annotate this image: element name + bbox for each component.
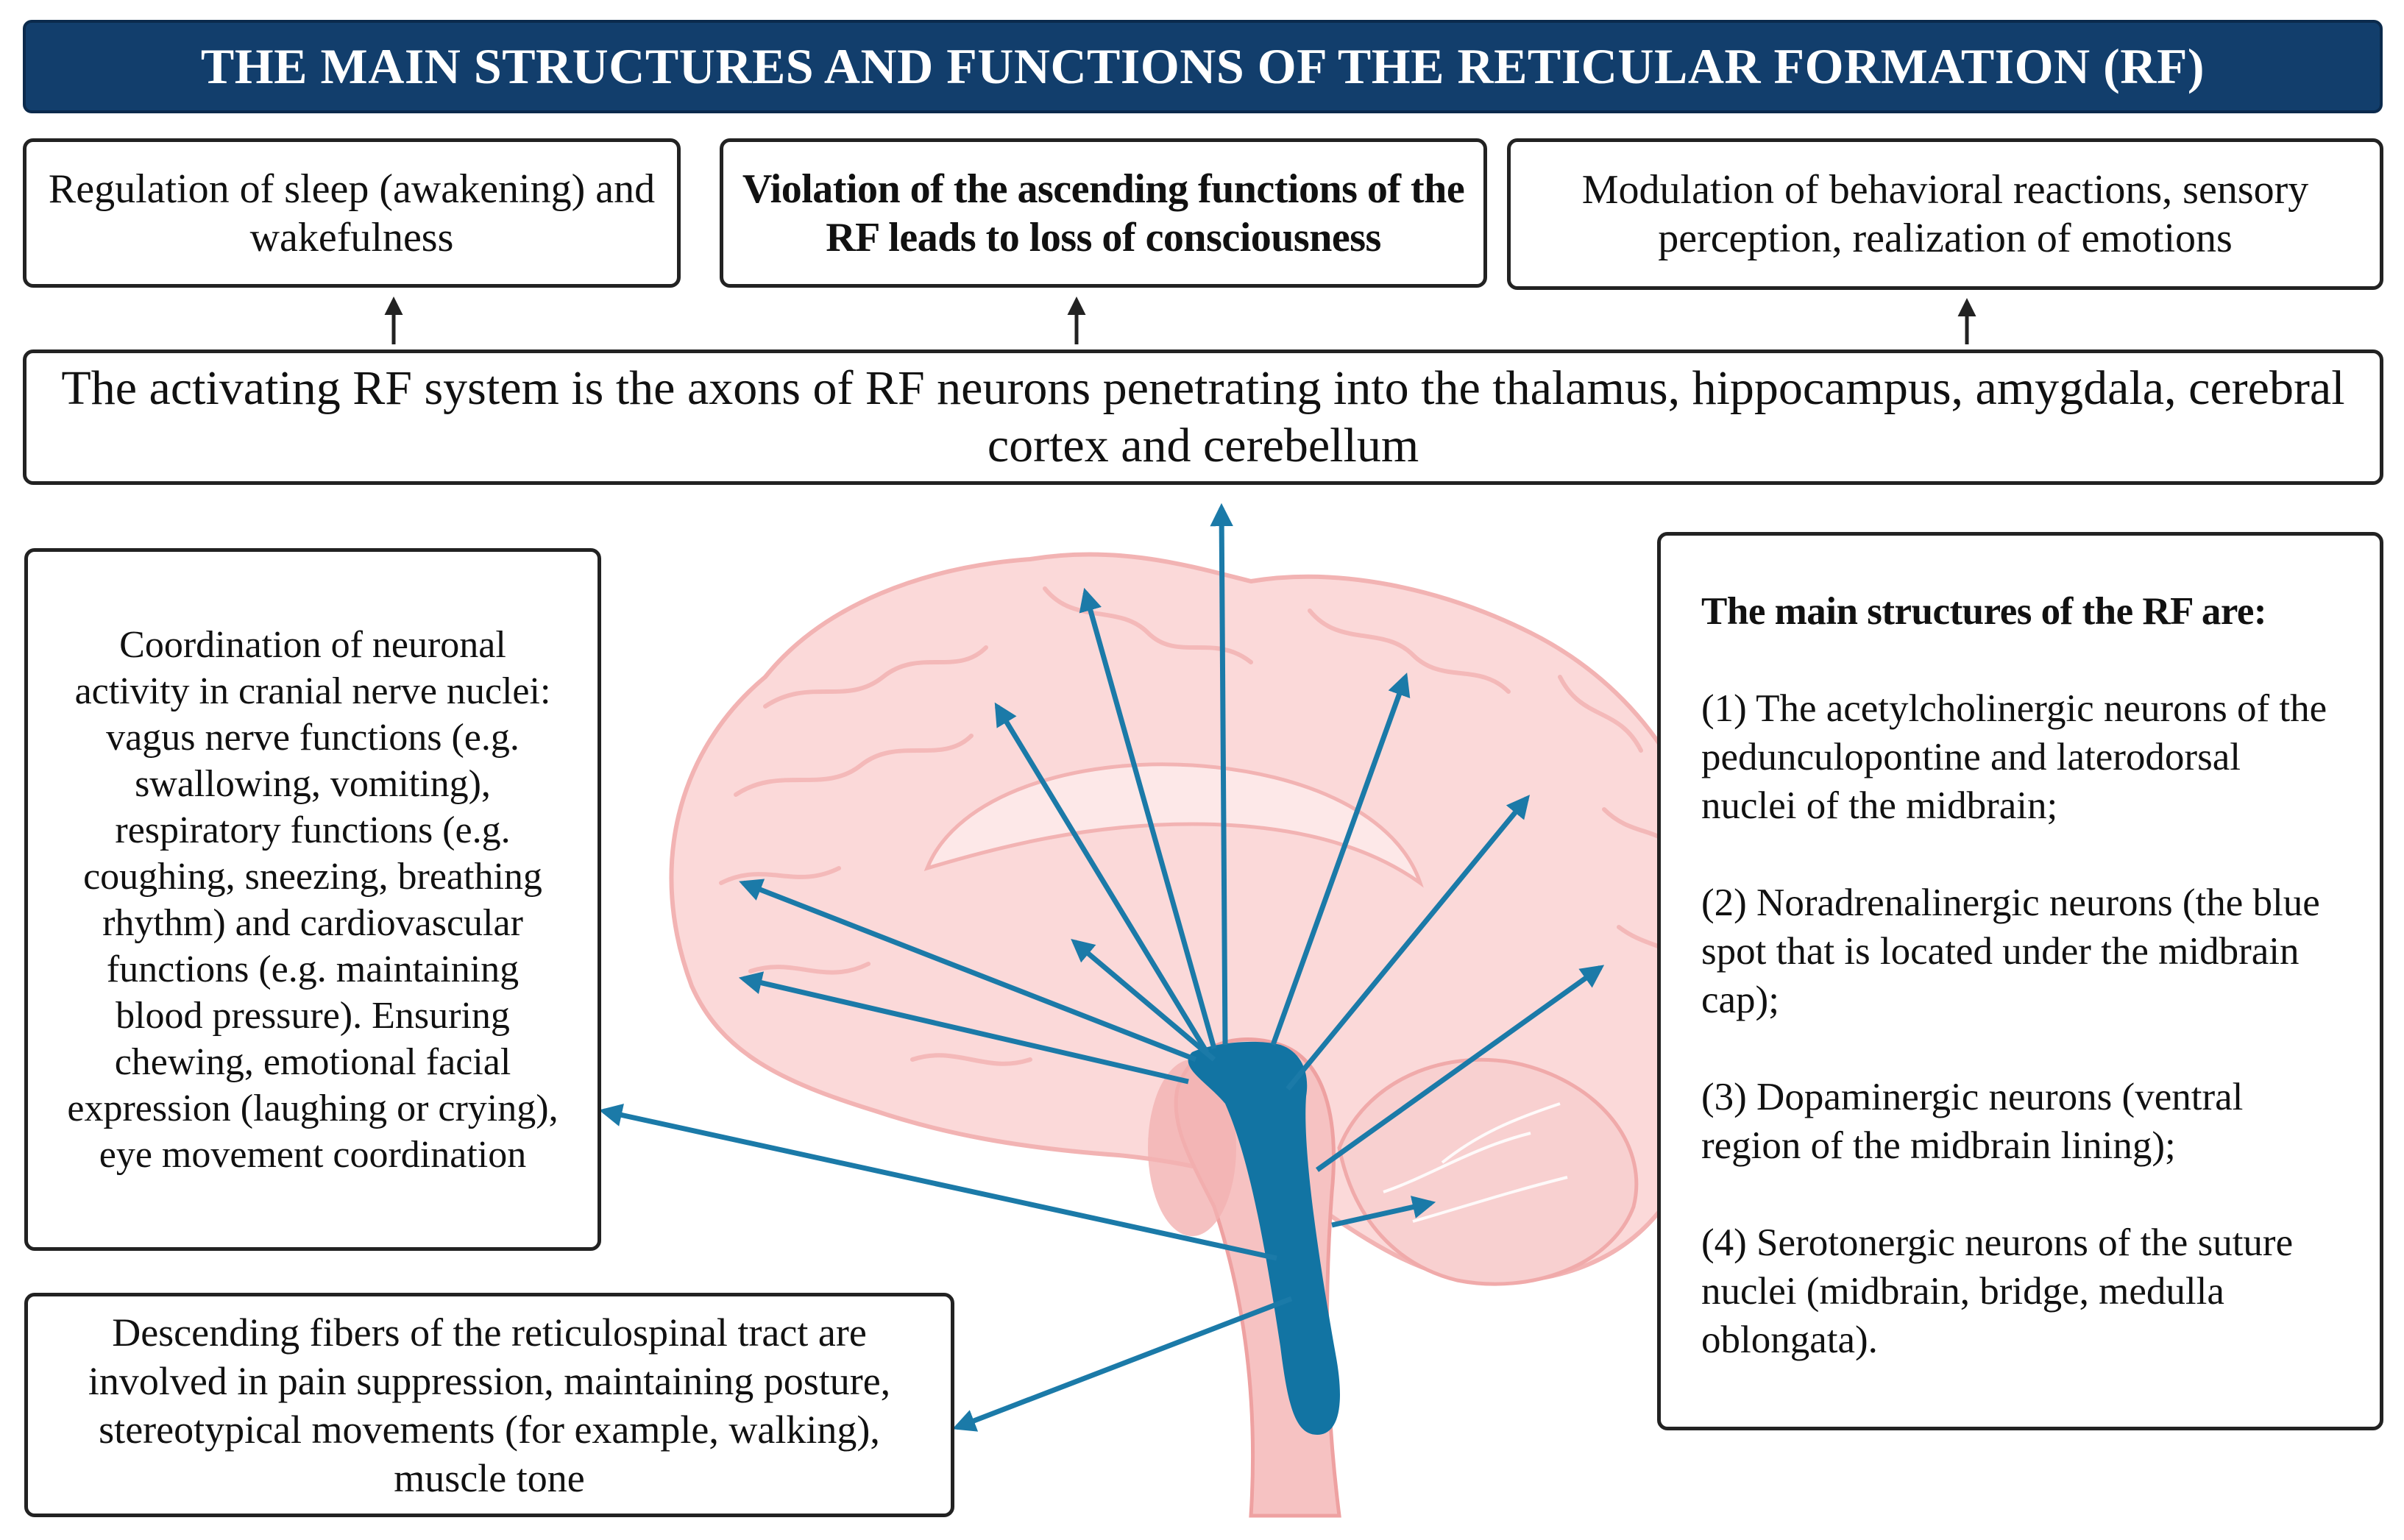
reticulospinal-text: Descending fibers of the reticulospinal … bbox=[88, 1310, 891, 1500]
consciousness-text: Violation of the ascending functions of … bbox=[742, 166, 1465, 260]
rf-structure-item: (4) Serotonergic neurons of the suture n… bbox=[1701, 1221, 2294, 1361]
arrow-up bbox=[1210, 503, 1233, 1046]
arrow-to-bottom-box bbox=[952, 1296, 1293, 1432]
sleep-regulation-box: Regulation of sleep (awakening) and wake… bbox=[23, 138, 681, 288]
behavior-modulation-text: Modulation of behavioral reactions, sens… bbox=[1581, 167, 2309, 261]
arrow-up-left-2 bbox=[994, 702, 1209, 1054]
arrow-left-2 bbox=[738, 971, 1189, 1085]
rf-structures-box: The main structures of the RF are: (1) T… bbox=[1657, 532, 2383, 1430]
arrow-to-left-box bbox=[598, 1103, 1277, 1261]
projection-arrows bbox=[598, 503, 1605, 1432]
rf-core bbox=[1188, 1041, 1340, 1435]
arrow-left-1 bbox=[739, 879, 1197, 1062]
cranial-nerve-coordination-text: Coordination of neuronal activity in cra… bbox=[67, 623, 559, 1176]
arrow-up-right-2 bbox=[1286, 795, 1531, 1091]
arrow-left-3 bbox=[1071, 938, 1216, 1062]
consciousness-box: Violation of the ascending functions of … bbox=[720, 138, 1487, 288]
rf-structure-item: (2) Noradrenalinergic neurons (the blue … bbox=[1701, 881, 2320, 1021]
reticulospinal-box: Descending fibers of the reticulospinal … bbox=[24, 1293, 954, 1517]
behavior-modulation-box: Modulation of behavioral reactions, sens… bbox=[1507, 138, 2383, 290]
activating-system-box: The activating RF system is the axons of… bbox=[23, 349, 2383, 485]
rf-structure-item: (1) The acetylcholinergic neurons of the… bbox=[1701, 687, 2327, 827]
arrow-up-right-1 bbox=[1270, 673, 1411, 1046]
cerebellum bbox=[1337, 1057, 1639, 1286]
activating-system-text: The activating RF system is the axons of… bbox=[61, 361, 2345, 472]
diagram-title: THE MAIN STRUCTURES AND FUNCTIONS OF THE… bbox=[23, 20, 2383, 113]
up-arrows bbox=[384, 297, 1976, 344]
rf-structure-item: (3) Dopaminergic neurons (ventral region… bbox=[1701, 1076, 2244, 1167]
arrow-right-2 bbox=[1331, 1196, 1436, 1228]
thalamus-region bbox=[1148, 1060, 1236, 1236]
cranial-nerve-coordination-box: Coordination of neuronal activity in cra… bbox=[24, 548, 601, 1251]
sleep-regulation-text: Regulation of sleep (awakening) and wake… bbox=[48, 166, 656, 260]
arrow-up-left-1 bbox=[1079, 587, 1217, 1049]
rf-structures-heading: The main structures of the RF are: bbox=[1701, 590, 2267, 633]
arrow-right-1 bbox=[1315, 965, 1605, 1172]
